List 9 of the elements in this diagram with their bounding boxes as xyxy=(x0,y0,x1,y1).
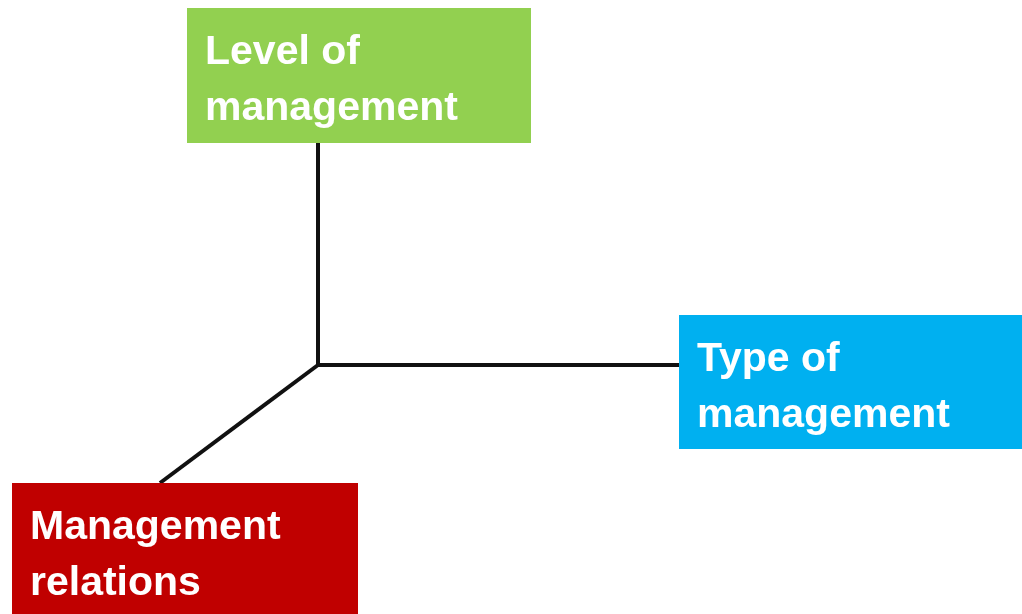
label-box xyxy=(12,483,358,614)
axis-label: Management relations xyxy=(30,501,282,606)
axis-label: Type of management xyxy=(697,333,951,438)
axis-line xyxy=(318,363,679,367)
label-box xyxy=(187,8,531,143)
axis-label: Level of management xyxy=(205,26,459,131)
label-box xyxy=(679,315,1022,449)
axis-line xyxy=(158,363,320,485)
axis-line xyxy=(316,143,320,365)
